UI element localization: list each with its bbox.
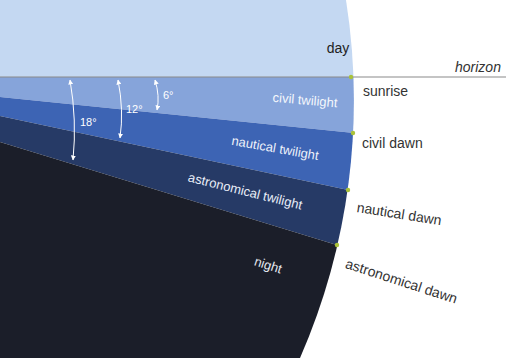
event-dot bbox=[349, 75, 353, 79]
horizon-line bbox=[0, 76, 506, 77]
band-fill bbox=[0, 142, 511, 358]
event-label: nautical dawn bbox=[356, 199, 443, 228]
event-dot bbox=[351, 131, 355, 135]
event-dot bbox=[335, 243, 339, 247]
angle-label: 12° bbox=[126, 103, 143, 116]
band-label: day bbox=[327, 40, 350, 56]
angle-label: 6° bbox=[163, 89, 174, 102]
band-fill bbox=[0, 0, 511, 77]
angle-label: 18° bbox=[80, 116, 97, 129]
event-dot bbox=[346, 188, 350, 192]
event-label: sunrise bbox=[363, 83, 408, 99]
event-label: astronomical dawn bbox=[344, 255, 460, 306]
event-label: civil dawn bbox=[362, 135, 423, 151]
horizon-label: horizon bbox=[455, 59, 501, 75]
